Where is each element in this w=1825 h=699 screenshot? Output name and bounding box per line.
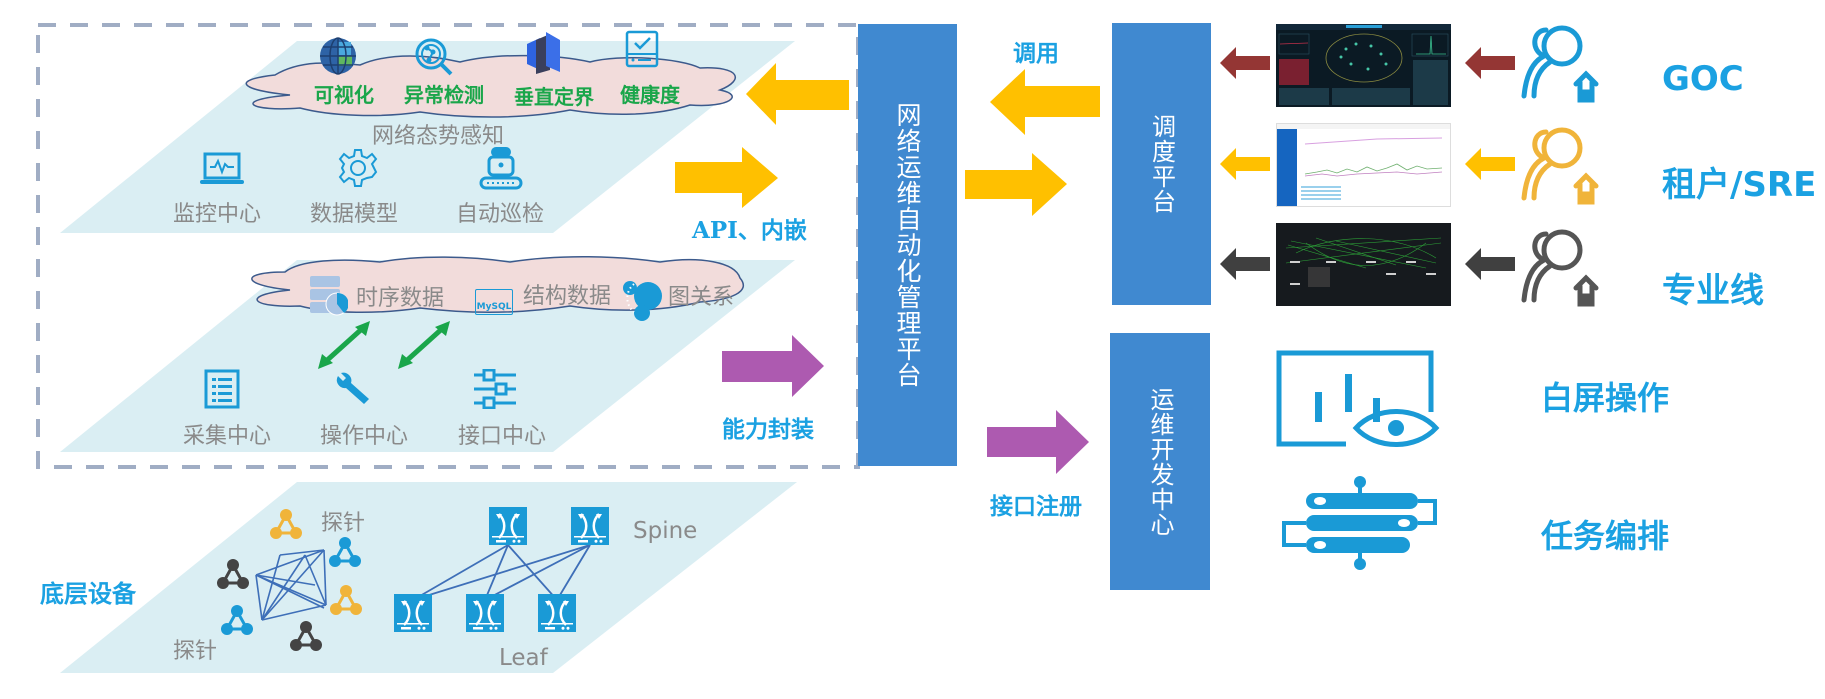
sre-dashboard-thumbnail bbox=[1277, 124, 1450, 206]
leaf-switch-1 bbox=[392, 592, 434, 634]
timeseries-db-icon bbox=[310, 276, 348, 316]
probe-mesh bbox=[255, 549, 327, 621]
anomaly-search-icon bbox=[415, 38, 453, 76]
goc-dashboard-screenshot[interactable] bbox=[1276, 24, 1451, 107]
spine-switch-2 bbox=[569, 505, 611, 547]
spine-switch-1 bbox=[487, 505, 529, 547]
scheduler-label: 调度平台 bbox=[1147, 114, 1176, 214]
spine-leaf-links bbox=[412, 544, 591, 601]
probe-node-dark-2 bbox=[290, 621, 322, 651]
module-auto-inspection: 自动巡检 bbox=[456, 202, 545, 227]
devcenter-label: 运维开发中心 bbox=[1146, 386, 1174, 537]
health-check-icon bbox=[625, 30, 659, 68]
robot-icon bbox=[479, 147, 523, 190]
sync-arrow-2 bbox=[398, 321, 450, 369]
goc-dashboard-thumbnail bbox=[1276, 24, 1451, 105]
arrow-goc-user-to-screen bbox=[1465, 47, 1515, 79]
arrow-main-to-scheduler bbox=[965, 153, 1067, 216]
arrow-line-screen-to-scheduler bbox=[1220, 248, 1270, 280]
wrench-icon bbox=[336, 372, 369, 404]
perception-layer-title: 网络态势感知 bbox=[372, 124, 505, 149]
module-interface-center: 接口中心 bbox=[458, 424, 547, 449]
line-users-icon bbox=[1521, 229, 1599, 307]
leaf-switch-3 bbox=[536, 592, 578, 634]
mysql-icon: MySQL bbox=[475, 289, 513, 315]
consumer-sre-label: 租户/SRE bbox=[1662, 165, 1817, 205]
capability-whitescreen-label: 白屏操作 bbox=[1541, 379, 1670, 417]
cloud-item-structured: 结构数据 bbox=[523, 284, 612, 309]
module-collection-center: 采集中心 bbox=[183, 424, 272, 449]
arrow-capability-to-main bbox=[722, 335, 824, 397]
dashboard-eye-icon bbox=[1276, 350, 1440, 447]
sliders-icon bbox=[474, 369, 516, 409]
workflow-icon bbox=[1282, 476, 1437, 570]
cloud-item-anomaly-detection: 异常检测 bbox=[404, 83, 484, 107]
arrow-perception-to-main bbox=[675, 147, 778, 208]
layers-icon bbox=[527, 32, 560, 74]
probe-node-yellow-2 bbox=[330, 585, 362, 615]
sre-users-icon bbox=[1521, 127, 1599, 205]
invoke-label: 调用 bbox=[1013, 40, 1059, 67]
gear-icon bbox=[338, 149, 378, 187]
leaf-switch-2 bbox=[464, 592, 506, 634]
scheduler-box[interactable]: 调度平台 bbox=[1112, 23, 1211, 305]
interface-register-label: 接口注册 bbox=[990, 493, 1082, 520]
device-layer-title: 底层设备 bbox=[40, 579, 136, 608]
probe-node-blue-1 bbox=[329, 537, 361, 567]
arrow-scheduler-to-main bbox=[990, 69, 1100, 135]
probe-node-yellow-1 bbox=[270, 509, 302, 539]
cloud-item-visualization: 可视化 bbox=[314, 83, 374, 107]
monitor-icon bbox=[200, 152, 244, 184]
devcenter-box[interactable]: 运维开发中心 bbox=[1110, 333, 1210, 590]
module-data-model: 数据模型 bbox=[310, 202, 399, 227]
module-monitoring-center: 监控中心 bbox=[173, 202, 262, 227]
globe-icon bbox=[320, 37, 356, 75]
cloud-item-health: 健康度 bbox=[620, 83, 680, 107]
goc-users-icon bbox=[1521, 25, 1599, 103]
capability-wrap-label: 能力封装 bbox=[722, 416, 814, 443]
data-cloud bbox=[251, 255, 744, 314]
capability-orchestration-label: 任务编排 bbox=[1541, 517, 1670, 555]
consumer-line-label: 专业线 bbox=[1662, 271, 1764, 311]
sre-dashboard-screenshot[interactable] bbox=[1276, 123, 1451, 207]
probe-node-blue-2 bbox=[221, 605, 253, 635]
arrow-main-to-perception bbox=[746, 63, 849, 125]
main-platform-box[interactable]: 网络运维自动化管理平台 bbox=[858, 24, 957, 466]
leaf-label: Leaf bbox=[499, 645, 548, 671]
main-platform-label: 网络运维自动化管理平台 bbox=[893, 102, 922, 388]
arrow-goc-screen-to-scheduler bbox=[1220, 47, 1270, 79]
cloud-item-timeseries: 时序数据 bbox=[356, 286, 445, 311]
perception-cloud bbox=[245, 54, 736, 118]
probe-label-top: 探针 bbox=[321, 511, 366, 536]
list-icon bbox=[204, 369, 240, 409]
line-dashboard-screenshot[interactable] bbox=[1276, 223, 1451, 306]
cloud-item-graph: 图关系 bbox=[668, 285, 735, 310]
spine-label: Spine bbox=[633, 518, 698, 544]
api-embed-label: API、内嵌 bbox=[692, 217, 807, 244]
cloud-item-vertical-demarcation: 垂直定界 bbox=[514, 85, 594, 109]
consumer-goc-label: GOC bbox=[1662, 59, 1744, 99]
probe-label-bottom: 探针 bbox=[173, 639, 218, 664]
probe-node-dark-1 bbox=[217, 559, 249, 589]
arrow-sre-user-to-screen bbox=[1465, 148, 1515, 180]
device-layer-plane bbox=[60, 482, 797, 673]
module-operation-center: 操作中心 bbox=[320, 424, 409, 449]
graph-icon bbox=[623, 281, 662, 321]
arrow-main-to-devcenter bbox=[987, 410, 1089, 474]
sync-arrow-1 bbox=[318, 321, 370, 369]
line-dashboard-thumbnail bbox=[1285, 237, 1442, 287]
arrow-sre-screen-to-scheduler bbox=[1220, 148, 1270, 180]
arrow-line-user-to-screen bbox=[1465, 248, 1515, 280]
